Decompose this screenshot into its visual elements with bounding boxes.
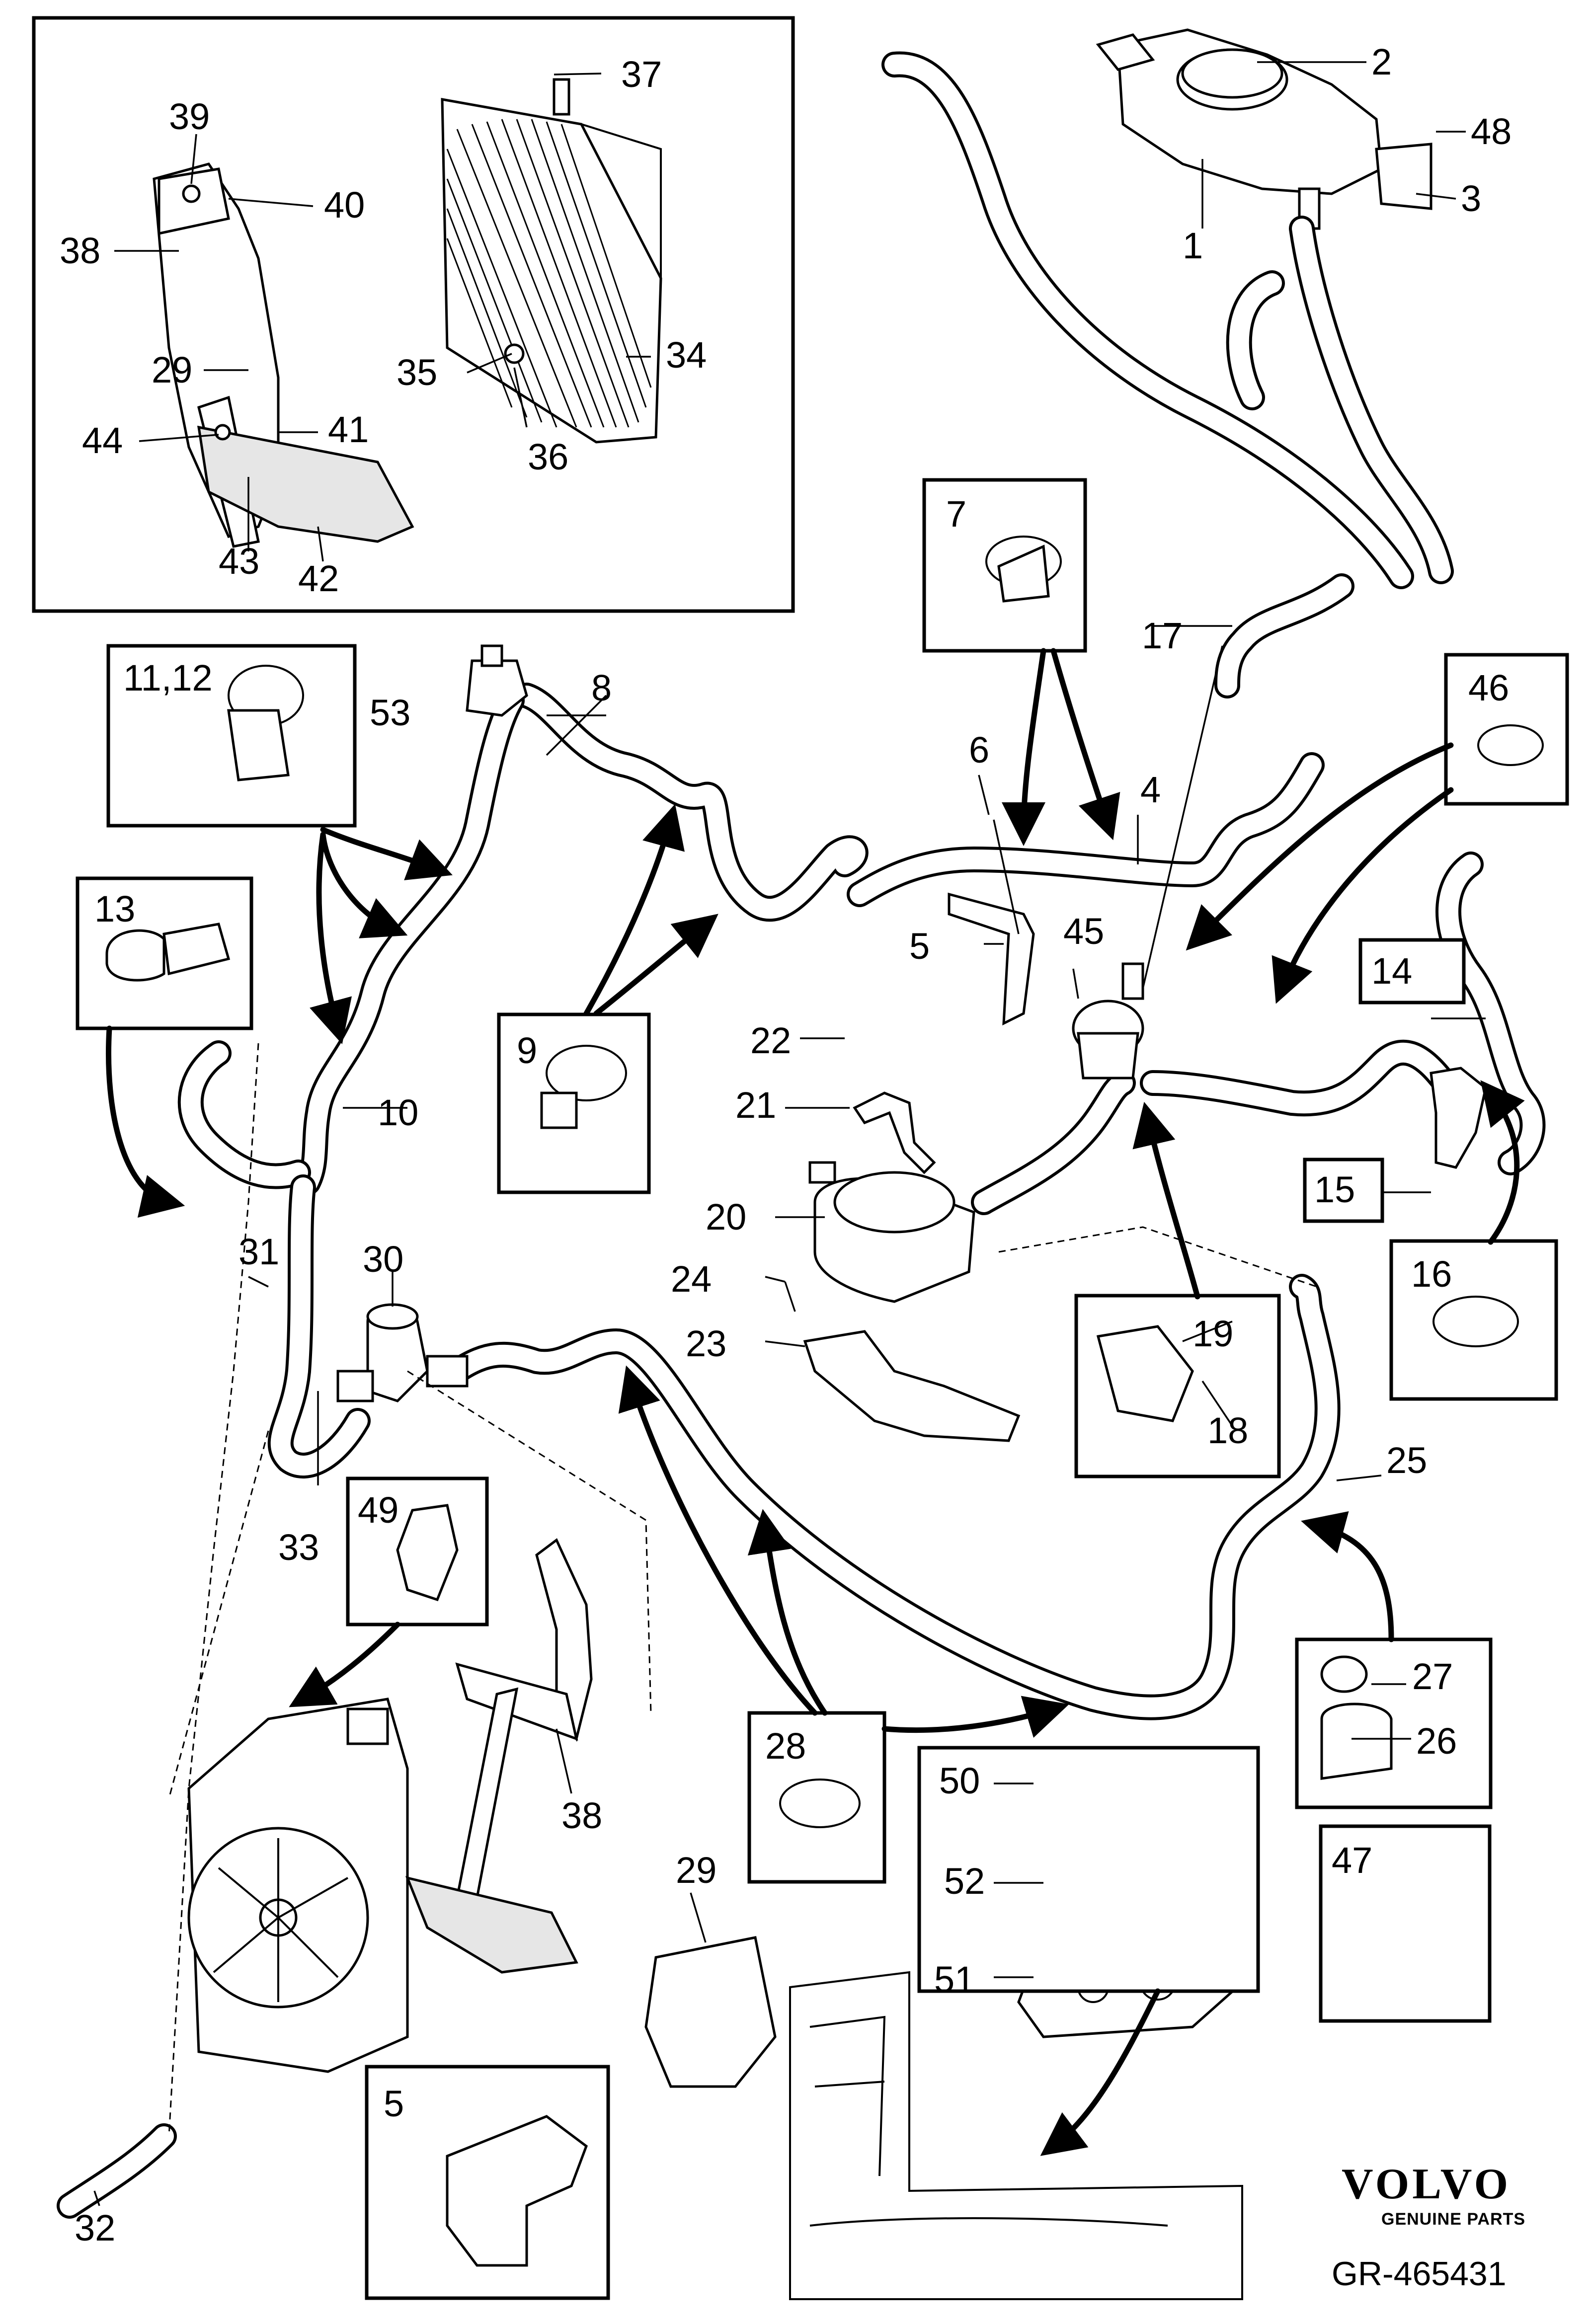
- detail-box-13: [76, 876, 253, 1030]
- callout-11-12: 11,12: [123, 657, 213, 698]
- callout-21: 21: [735, 1085, 776, 1126]
- callout-8: 8: [591, 667, 612, 708]
- callout-40: 40: [324, 184, 365, 226]
- detail-box-16: [1389, 1239, 1558, 1401]
- dashed-guides: [168, 1043, 1317, 2137]
- callout-10: 10: [378, 1092, 418, 1133]
- detail-box-47: [1319, 1824, 1492, 2023]
- callout-49: 49: [358, 1489, 398, 1531]
- floor-panel: [789, 1971, 1243, 2300]
- callout-34: 34: [666, 334, 707, 376]
- fan-radiator-unit: [187, 1698, 409, 2073]
- detail-box-28: [747, 1711, 886, 1884]
- callout-24: 24: [671, 1258, 712, 1300]
- inset-leaders: [114, 73, 651, 562]
- callout-6: 6: [969, 729, 989, 771]
- callout-25: 25: [1386, 1440, 1427, 1481]
- callout-29: 29: [676, 1850, 716, 1891]
- detail-box-9: [497, 1012, 651, 1194]
- callout-39: 39: [169, 96, 210, 137]
- pump-20: [808, 1161, 975, 1303]
- callout-23: 23: [686, 1323, 726, 1364]
- hose-lines: [57, 51, 1546, 2219]
- callout-51: 51: [934, 1959, 975, 2000]
- callout-13: 13: [94, 888, 135, 930]
- pointer-arrows: [106, 648, 1525, 2156]
- bracket-23: [803, 1330, 1021, 1442]
- valve-45: [1072, 962, 1144, 1080]
- callout-33: 33: [278, 1527, 319, 1568]
- callout-43: 43: [219, 541, 259, 582]
- detail-box-26-27: [1295, 1637, 1493, 1809]
- callout-27: 27: [1412, 1656, 1453, 1697]
- inset-radiator-assembly: 37 34 35 36 39 40 38 29 44 41 43 42: [32, 16, 795, 613]
- callout-16: 16: [1411, 1253, 1452, 1295]
- valve-30: [336, 1303, 469, 1402]
- bracket-21: [853, 1091, 936, 1174]
- bracket-38: [405, 1538, 593, 1974]
- callout-29-inset: 29: [152, 349, 192, 390]
- callout-32: 32: [75, 2207, 115, 2248]
- main-leaders: [93, 625, 1486, 2206]
- callout-30: 30: [363, 1239, 403, 1280]
- callout-19: 19: [1193, 1313, 1233, 1354]
- detail-box-49: [346, 1476, 489, 1627]
- callout-5: 5: [909, 926, 930, 967]
- bracket-5: [948, 892, 1035, 1026]
- callout-20: 20: [706, 1196, 746, 1238]
- detail-box-11-12: [106, 644, 357, 828]
- bracket-assembly-29: [153, 162, 414, 548]
- callout-38-inset: 38: [60, 230, 100, 271]
- detail-box-50-52: [917, 1746, 1260, 1993]
- brand-logo: VOLVO: [1342, 2160, 1511, 2208]
- callout-36: 36: [528, 436, 568, 477]
- detail-box-15: [1303, 1158, 1384, 1223]
- callout-5-lower: 5: [384, 2083, 404, 2124]
- callout-14: 14: [1371, 950, 1412, 992]
- callout-46: 46: [1468, 667, 1509, 708]
- callout-15: 15: [1314, 1169, 1355, 1210]
- callout-52: 52: [944, 1860, 985, 1902]
- radiator-unit-34: [441, 78, 662, 444]
- callout-31: 31: [239, 1231, 279, 1272]
- detail-box-5-lower: [365, 2065, 610, 2300]
- bracket-29: [644, 1936, 777, 2088]
- callout-22: 22: [750, 1020, 791, 1061]
- detail-box-7: [922, 478, 1087, 653]
- detail-box-14: [1358, 938, 1466, 1005]
- callout-35: 35: [397, 352, 437, 393]
- callout-38: 38: [561, 1795, 602, 1836]
- callout-2: 2: [1371, 41, 1392, 82]
- callout-47: 47: [1332, 1840, 1372, 1881]
- reference-code: GR-465431: [1332, 2255, 1507, 2293]
- callout-41: 41: [328, 409, 369, 450]
- callout-26: 26: [1416, 1720, 1457, 1762]
- callout-45: 45: [1063, 911, 1104, 952]
- callout-37: 37: [621, 54, 662, 95]
- callout-1: 1: [1183, 225, 1203, 266]
- callout-18: 18: [1207, 1410, 1248, 1451]
- callout-4: 4: [1140, 769, 1161, 810]
- callout-42: 42: [298, 558, 339, 599]
- callout-53: 53: [370, 692, 410, 733]
- callout-9: 9: [517, 1030, 537, 1071]
- callout-7: 7: [946, 493, 966, 535]
- detail-box-18-19: [1074, 1294, 1281, 1478]
- callout-48: 48: [1471, 111, 1511, 152]
- connector-15: [1430, 1067, 1487, 1169]
- detail-box-46: [1444, 653, 1569, 806]
- callout-3: 3: [1461, 178, 1481, 219]
- callout-50: 50: [939, 1760, 980, 1801]
- tank-leaders: [1201, 61, 1466, 229]
- brand-subtitle: GENUINE PARTS: [1381, 2210, 1525, 2229]
- callout-28: 28: [765, 1725, 806, 1767]
- sensor-53: [466, 644, 528, 717]
- callout-17: 17: [1142, 615, 1183, 656]
- callout-44: 44: [82, 420, 123, 461]
